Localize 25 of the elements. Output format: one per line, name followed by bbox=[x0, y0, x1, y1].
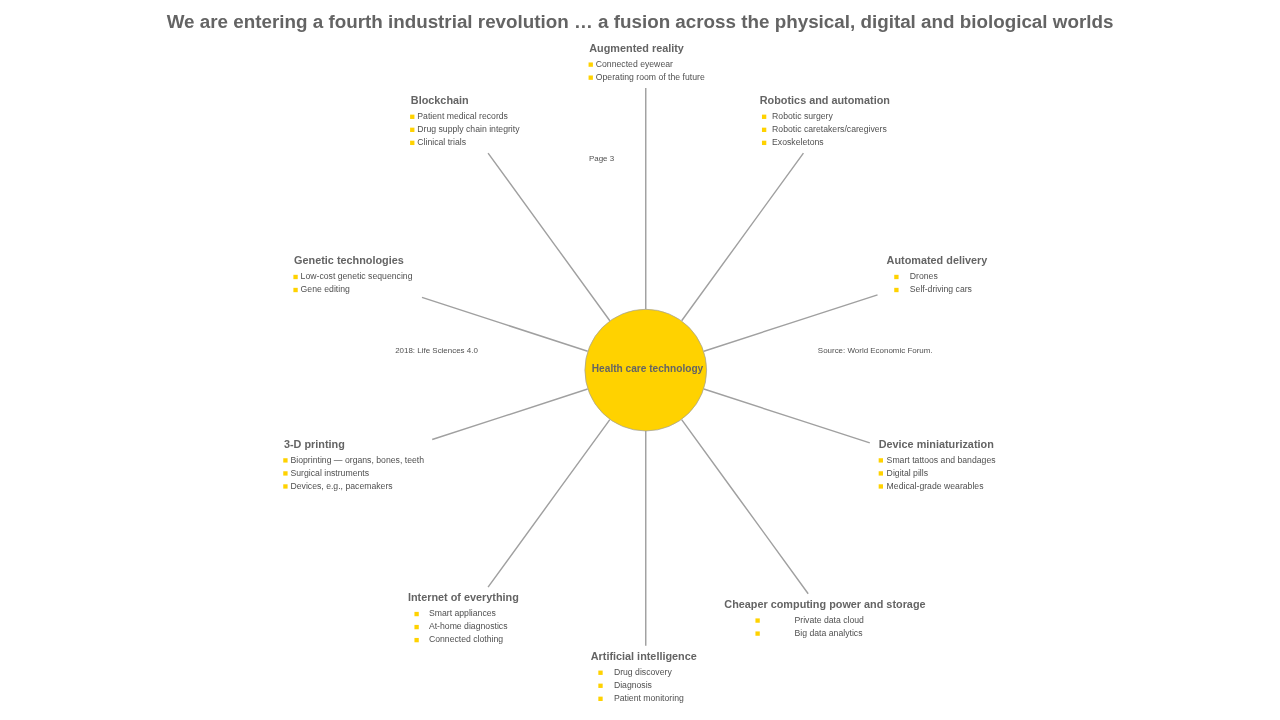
connector bbox=[486, 152, 611, 322]
node-text: 3-D printing Bioprinting — organs, bones, teeth Surgical instruments Devices, e.g., pacemakers bbox=[283, 437, 424, 491]
connector bbox=[680, 152, 804, 322]
node-text: Device miniaturization Smart tattoos and bandages Digital pills Medical-grade wearables bbox=[878, 437, 996, 491]
connector bbox=[486, 418, 611, 588]
connector bbox=[420, 296, 588, 352]
node-circle: Health care technology bbox=[584, 308, 707, 432]
node-text: Automated delivery Drones Self-driving cars bbox=[886, 254, 987, 295]
node-text: Artificial intelligence Drug discovery Diagnosis Patient monitoring bbox=[590, 650, 697, 704]
node-text: Cheaper computing power and storage Private data cloud Big data analytics bbox=[723, 597, 926, 638]
connector bbox=[644, 430, 646, 647]
node-text: Blockchain Patient medical records Drug supply chain integrity Clinical trials bbox=[410, 94, 520, 148]
node-text: Augmented reality Connected eyewear Operating room of the future bbox=[588, 41, 705, 82]
connector bbox=[644, 87, 646, 310]
label: Page 3 bbox=[588, 153, 614, 163]
diagram-title: We are entering a fourth industrial revolution … a fusion across the physical, digital and biological worlds bbox=[166, 11, 1113, 33]
connector bbox=[680, 418, 809, 595]
node-text: Robotics and automation Robotic surgery Robotic caretakers/caregivers Exoskeletons bbox=[759, 94, 890, 148]
connector bbox=[431, 388, 588, 441]
connector bbox=[702, 388, 870, 444]
label: 2018: Life Sciences 4.0 bbox=[394, 345, 478, 355]
node-text: Internet of everything Smart appliances At-home diagnostics Connected clothing bbox=[407, 591, 519, 645]
node-text: Genetic technologies Low-cost genetic sequencing Gene editing bbox=[293, 254, 412, 295]
label: Source: World Economic Forum. bbox=[817, 345, 933, 355]
connector bbox=[702, 294, 878, 352]
